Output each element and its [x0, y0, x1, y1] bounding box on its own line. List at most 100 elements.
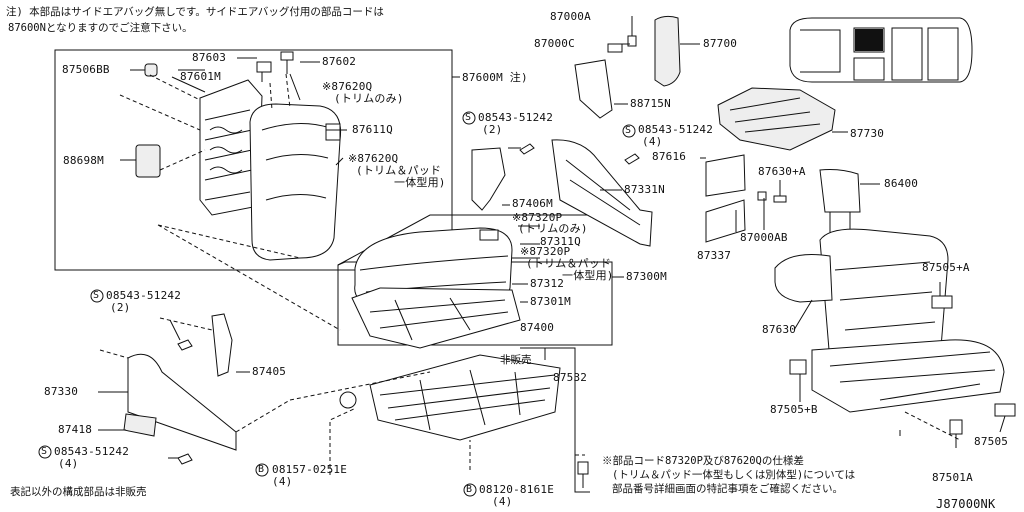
part-87611q [325, 123, 341, 141]
label-87620q-a-sub: (トリムのみ) [334, 92, 404, 105]
label-87730[interactable]: 87730 [850, 127, 885, 140]
label-87400[interactable]: 87400 [520, 321, 555, 334]
label-87700[interactable]: 87700 [703, 37, 738, 50]
label-87300m[interactable]: 87300M [626, 270, 667, 283]
note-bottom-right-line1: ※部品コード87320P及び87620Qの仕様差 [602, 455, 804, 467]
part-87501a [949, 419, 963, 435]
seatback-cushion [249, 103, 342, 261]
label-bolt-2-qty: (4) [642, 135, 663, 148]
label-87301m[interactable]: 87301M [530, 295, 571, 308]
part-88698m [135, 144, 161, 178]
label-87630a[interactable]: 87630+A [758, 165, 806, 178]
part-87700 [654, 15, 681, 87]
label-87505a[interactable]: 87505+A [922, 261, 970, 274]
label-87330[interactable]: 87330 [44, 385, 79, 398]
label-87320p-a-sub: (トリムのみ) [518, 222, 588, 235]
note-top-line2: 87600Nとなりますのでご注意下さい。 [8, 22, 193, 34]
label-87320p-b-sub1: (トリム＆パッド [526, 257, 612, 270]
note-bottom-right-line3: 部品番号詳細画面の特記事項をご確認ください。 [612, 483, 843, 495]
label-bolt-3-qty: (2) [110, 301, 131, 314]
label-87600m[interactable]: 87600M 注) [462, 71, 528, 84]
label-87620q-b[interactable]: ※87620Q [348, 152, 399, 165]
part-87630a-87000ab [757, 191, 787, 203]
callout-symbols [38, 111, 636, 497]
callout-s-1: S [465, 112, 472, 123]
label-88698m[interactable]: 88698M [63, 154, 104, 167]
label-87406m[interactable]: 87406M [512, 197, 553, 210]
bolt-3 [177, 339, 193, 351]
part-87616 [705, 154, 746, 197]
label-bolt-5-qty: (4) [272, 475, 293, 488]
diagram-code: J87000NK [936, 497, 996, 511]
label-87405[interactable]: 87405 [252, 365, 287, 378]
callout-s-4: S [41, 446, 48, 457]
cushion-group-frame [337, 261, 613, 346]
label-bolt-1-qty: (2) [482, 123, 503, 136]
label-87611q[interactable]: 87611Q [352, 123, 393, 136]
label-87601m[interactable]: 87601M [180, 70, 221, 83]
label-87320p-b[interactable]: ※87320P [520, 245, 571, 258]
callout-s-3: S [93, 290, 100, 301]
bolt-1 [519, 143, 535, 155]
bolt-6 [577, 461, 589, 475]
callout-b-1: B [258, 464, 265, 475]
part-87331n [551, 139, 653, 247]
note-non-sale: 非販売 [500, 354, 532, 366]
label-87000c[interactable]: 87000C [534, 37, 575, 50]
label-87532[interactable]: 87532 [553, 371, 588, 384]
label-87320p-b-sub2: 一体型用) [562, 269, 614, 282]
bolt-2 [624, 153, 640, 165]
part-87505 [994, 403, 1016, 417]
label-87000a[interactable]: 87000A [550, 10, 591, 23]
label-bolt-4-qty: (4) [58, 457, 79, 470]
label-87506bb[interactable]: 87506BB [62, 63, 110, 76]
label-bolt-6[interactable]: 08120-8161E [479, 483, 555, 496]
label-bolt-6-qty: (4) [492, 495, 513, 508]
label-bolt-5[interactable]: 08157-0251E [272, 463, 348, 476]
note-top-line1: 注) 本部品はサイドエアバッグ無しです。サイドエアバッグ付用の部品コードは [6, 6, 384, 18]
label-87000ab[interactable]: 87000AB [740, 231, 788, 244]
label-87320p-a[interactable]: ※87320P [512, 211, 563, 224]
part-87330 [127, 353, 237, 451]
bolt-4 [177, 453, 193, 465]
label-bolt-1[interactable]: 08543-51242 [478, 111, 554, 124]
label-87602[interactable]: 87602 [322, 55, 357, 68]
label-87337[interactable]: 87337 [697, 249, 732, 262]
label-87501a[interactable]: 87501A [932, 471, 973, 484]
label-87620q-b-sub1: (トリム＆パッド [356, 164, 442, 177]
label-87630[interactable]: 87630 [762, 323, 797, 336]
label-87505[interactable]: 87505 [974, 435, 1009, 448]
part-87602 [280, 51, 294, 74]
part-87505a [931, 295, 953, 309]
part-87406m [471, 147, 506, 211]
label-87312[interactable]: 87312 [530, 277, 565, 290]
label-bolt-2[interactable]: 08543-51242 [638, 123, 714, 136]
label-88715n[interactable]: 88715N [630, 97, 671, 110]
label-87603[interactable]: 87603 [192, 51, 227, 64]
part-87730 [717, 87, 836, 151]
label-bolt-4[interactable]: 08543-51242 [54, 445, 130, 458]
part-87418 [123, 413, 157, 437]
part-87603 [256, 61, 272, 82]
label-87505b[interactable]: 87505+B [770, 403, 818, 416]
callout-b-2: B [466, 484, 473, 495]
part-87405 [211, 313, 233, 377]
note-bottom-right-line2: (トリム＆パッド一体型もしくは別体型)については [612, 469, 856, 481]
note-bottom-left: 表記以外の構成部品は非販売 [10, 486, 147, 498]
label-87331n[interactable]: 87331N [624, 183, 665, 196]
label-87620q-b-sub2: 一体型用) [394, 176, 446, 189]
label-87311q[interactable]: 87311Q [540, 235, 581, 248]
part-87505b [789, 359, 807, 375]
label-86400[interactable]: 86400 [884, 177, 919, 190]
label-87620q-a[interactable]: ※87620Q [322, 80, 373, 93]
callout-s-2: S [625, 125, 632, 136]
label-87616[interactable]: 87616 [652, 150, 687, 163]
part-88715n [574, 59, 613, 119]
seat-rail-assembly [339, 354, 561, 441]
seat-assembly [774, 169, 1005, 413]
label-87418[interactable]: 87418 [58, 423, 93, 436]
part-87337 [705, 199, 746, 243]
label-bolt-3[interactable]: 08543-51242 [106, 289, 182, 302]
